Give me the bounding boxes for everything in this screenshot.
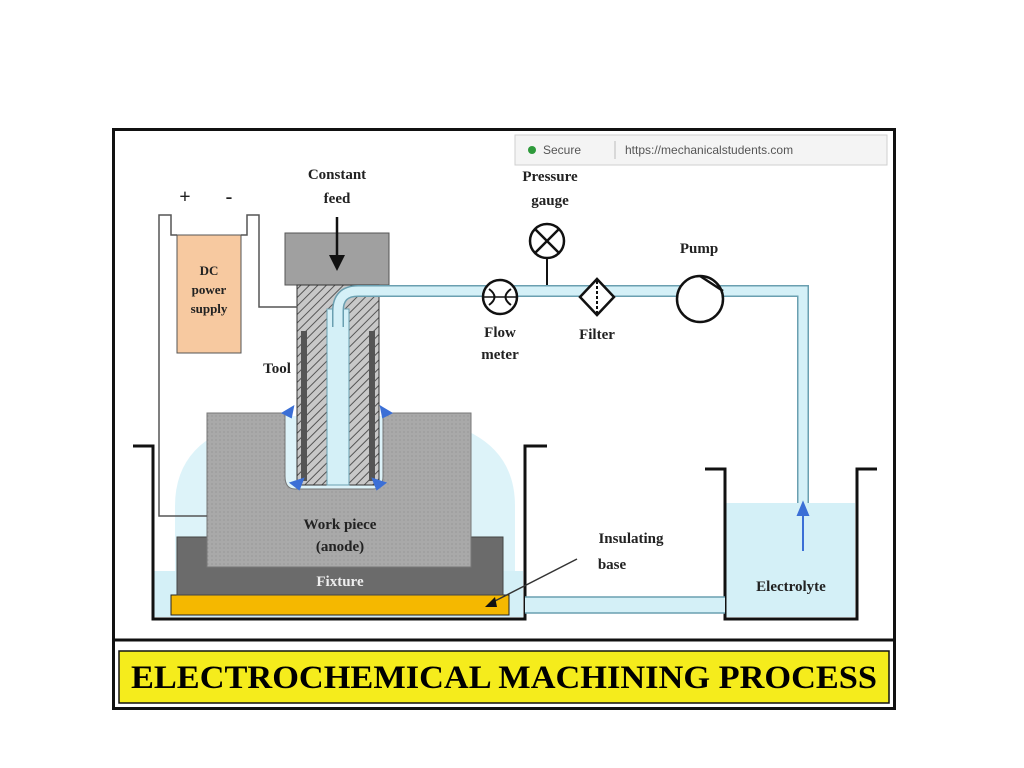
dc-label-line1: DC xyxy=(200,263,219,278)
dc-power-supply xyxy=(176,234,242,354)
electrolyte-label: Electrolyte xyxy=(756,579,826,595)
diagram-frame: Secure https://mechanicalstudents.com Fi… xyxy=(112,128,896,710)
pump xyxy=(675,274,725,324)
insulating-base-pointer-arrowhead xyxy=(485,597,497,607)
flow-meter xyxy=(481,278,519,316)
constant-feed-label-line1: Constant xyxy=(308,167,366,183)
wiring xyxy=(158,214,297,517)
flow-arrows xyxy=(280,404,810,551)
flow-meter-label-line2: meter xyxy=(481,347,519,363)
dc-label-line3: supply xyxy=(191,301,228,316)
pressure-gauge xyxy=(528,222,566,285)
work-piece xyxy=(206,412,472,568)
diagram-title: ELECTROCHEMICAL MACHINING PROCESS xyxy=(131,660,877,696)
insulating-base-label-line2: base xyxy=(598,557,627,573)
title-banner xyxy=(118,650,890,704)
dc-label-line2: power xyxy=(192,282,227,297)
return-channel xyxy=(525,596,725,614)
pressure-gauge-label-line2: gauge xyxy=(531,193,569,209)
plus-terminal-label: + xyxy=(179,186,190,208)
tool-label: Tool xyxy=(263,361,291,377)
filter xyxy=(578,277,616,317)
lock-icon xyxy=(528,146,536,154)
ecm-diagram: Secure https://mechanicalstudents.com Fi… xyxy=(115,134,893,704)
url-text: https://mechanicalstudents.com xyxy=(625,143,793,157)
supply-pipe xyxy=(333,286,808,503)
pressure-gauge-label-line1: Pressure xyxy=(522,169,578,185)
secure-label: Secure xyxy=(543,143,581,157)
minus-terminal-label: - xyxy=(226,186,233,208)
work-piece-label-line1: Work piece xyxy=(304,517,377,533)
flow-meter-label-line1: Flow xyxy=(484,325,516,341)
browser-address-bar: Secure https://mechanicalstudents.com xyxy=(514,134,888,166)
insulating-base xyxy=(170,594,510,616)
constant-feed-label-line2: feed xyxy=(324,191,351,207)
filter-label: Filter xyxy=(579,327,615,343)
electrolyte-reservoir xyxy=(705,467,877,621)
fixture-label: Fixture xyxy=(316,574,364,590)
feed-arrowhead xyxy=(329,255,345,271)
insulating-base-pointer xyxy=(490,558,578,604)
insulating-base-label-line1: Insulating xyxy=(598,531,664,547)
work-piece-label-line2: (anode) xyxy=(316,539,364,555)
pump-label: Pump xyxy=(680,241,718,257)
